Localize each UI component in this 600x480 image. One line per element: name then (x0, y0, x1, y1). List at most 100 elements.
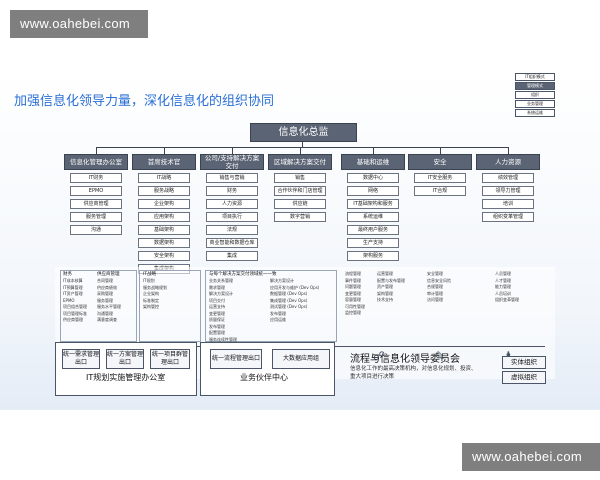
branch-drop (373, 147, 374, 154)
group-line: 服务战略规划 (143, 284, 167, 290)
column-item: 数字营销 (274, 212, 326, 222)
virtual-org-button[interactable]: 虚拟组织 (502, 371, 546, 384)
legend: IT组织模式 管理模式 组织 业务管理 系统运维 (515, 73, 555, 118)
group-line: 需求管理 (209, 284, 225, 290)
group-line: 变更管理 (345, 290, 361, 296)
column-item: IT安全服务 (414, 173, 466, 183)
group-line: 访问管理 (427, 297, 443, 302)
group-line: 标准制定 (143, 297, 159, 303)
group-line: 供应商管理 (63, 317, 83, 322)
column-item: IT财务 (70, 173, 122, 183)
legend-item: 组织 (515, 91, 555, 99)
branch-drop (232, 147, 233, 154)
group-line: 可用性管理 (345, 303, 365, 309)
group-line: 数据管理 (Dev Ops) (270, 291, 308, 296)
watermark-bottom: www.oahebei.com (462, 443, 600, 471)
group-line: 架构管理 (377, 290, 393, 296)
group-line: 业务关系管理 (209, 278, 233, 283)
bigdata-button[interactable]: 大数据应用组 (272, 349, 330, 369)
group-line: IT规划 (143, 278, 155, 283)
group-line: 发布管理 (209, 323, 225, 329)
column-item: 法规 (206, 225, 258, 235)
group-line: 配置管理 (209, 330, 225, 335)
root-connector (302, 141, 303, 147)
group-line: 应用运维 (270, 317, 286, 322)
column-item: 数据中心 (347, 173, 399, 183)
legend-item: IT组织模式 (515, 73, 555, 81)
process-group: IT战略 IT规划 服务战略规划 企业架构 标准制定 架构管控 (143, 271, 167, 311)
group-title: 财务 (63, 272, 72, 277)
group-line: 问题管理 (345, 284, 361, 289)
group-line: 人员管理 (495, 271, 511, 276)
column-item: 培训 (482, 199, 534, 209)
group-line: 沟通管理 (97, 310, 113, 316)
group-line: 解决方案设计 (209, 291, 233, 296)
program-mgmt-button[interactable]: 统一项目群管理出口 (150, 349, 190, 369)
column-item: IT战略 (138, 173, 190, 183)
column-item: 沟通 (70, 225, 122, 235)
column-item: 服务管理 (70, 212, 122, 222)
column-head: 公司/支持解决方案交付 (200, 154, 264, 170)
group-line: 组织变革管理 (495, 297, 519, 302)
group-line: 采购管理 (97, 291, 113, 296)
column-item: IT基础架构和服务 (347, 199, 399, 209)
column-item: 架构服务 (347, 251, 399, 261)
legend-item: 管理模式 (515, 82, 555, 90)
column-item: 绩效管理 (482, 173, 534, 183)
process-group: 供应商管理 合同管理 供应商绩效 采购管理 服务管理 服务水平管理 沟通管理 满… (97, 271, 121, 324)
group-line: 项目管理标准 (63, 310, 87, 316)
group-line: 项目交付 (209, 297, 225, 303)
group-title: IT战略 (143, 272, 157, 277)
group-line: 监控管理 (345, 310, 361, 315)
group-line: 供应商绩效 (97, 284, 117, 290)
group-line: IT预算管理 (63, 284, 83, 290)
column-item: 系统运维 (347, 212, 399, 222)
column-item: 最终用户服务 (347, 225, 399, 235)
column-head: 首席技术官 (132, 154, 196, 170)
column-item: 供应商管理 (70, 199, 122, 209)
branch-drop (440, 147, 441, 154)
group-line: 人才管理 (495, 277, 511, 283)
branch-drop (164, 147, 165, 154)
process-box (60, 270, 137, 342)
process-group: 人员管理 人才管理 能力管理 人员培训 组织变革管理 (495, 271, 519, 304)
group-line: 安全管理 (427, 271, 443, 276)
requirement-mgmt-button[interactable]: 统一需求管理出口 (62, 349, 100, 369)
column-item: 财务 (206, 186, 258, 196)
legend-item: 业务管理 (515, 100, 555, 108)
branch-connector (96, 147, 509, 148)
column-item: 人力资源 (206, 199, 258, 209)
column-item: 项目执行 (206, 212, 258, 222)
column-infra-ops: 基础和运维 数据中心 网络 IT基础架构和服务 系统运维 最终用户服务 生产支持… (341, 154, 405, 261)
column-item: 供应链 (274, 199, 326, 209)
group-line: 质量保证 (209, 317, 225, 322)
entity-org-button[interactable]: 实体组织 (502, 356, 546, 369)
group-line: 解决方案设计 (270, 278, 294, 283)
column-cto: 首席技术官 IT战略 服务战略 企业架构 应用架构 基础架构 数据架构 安全架构… (132, 154, 196, 274)
column-head: 基础和运维 (341, 154, 405, 170)
column-head: 安全 (408, 154, 472, 170)
group-line: 企业架构 (143, 291, 159, 296)
group-line: 技术支持 (377, 297, 393, 302)
process-mgmt-button[interactable]: 统一流程管理出口 (210, 349, 262, 369)
group-line: 运营管理 (377, 271, 393, 276)
committee-title: 流程与信息化领导委员会 (350, 354, 460, 365)
group-line: 合同管理 (97, 278, 113, 283)
column-security: 安全 IT安全服务 IT合规 (408, 154, 472, 196)
solution-mgmt-button[interactable]: 统一方案管理出口 (106, 349, 144, 369)
group-title: 与每个解决方案交付领域统一一致 (209, 272, 277, 277)
column-item: 应用架构 (138, 212, 190, 222)
process-group: 与每个解决方案交付领域统一一致 业务关系管理 需求管理 解决方案设计 项目交付 … (209, 271, 277, 343)
column-item: 集成 (206, 251, 258, 261)
group-line: 配置与发布管理 (377, 277, 405, 283)
column-item: 安全架构 (138, 251, 190, 261)
group-line: 服务水平管理 (97, 304, 121, 309)
group-line: 运营支持 (209, 304, 225, 309)
group-title: 供应商管理 (97, 272, 120, 277)
legend-item: 系统运维 (515, 109, 555, 117)
group-line: 测试管理 (Dev Ops) (270, 304, 308, 309)
process-group: 财务 IT成本核算 IT预算管理 IT资产管理 EPMO 项目组合管理 项目管理… (63, 271, 87, 324)
column-item: 生产支持 (347, 238, 399, 248)
branch-drop (96, 147, 97, 154)
group-line: IT成本核算 (63, 278, 83, 283)
